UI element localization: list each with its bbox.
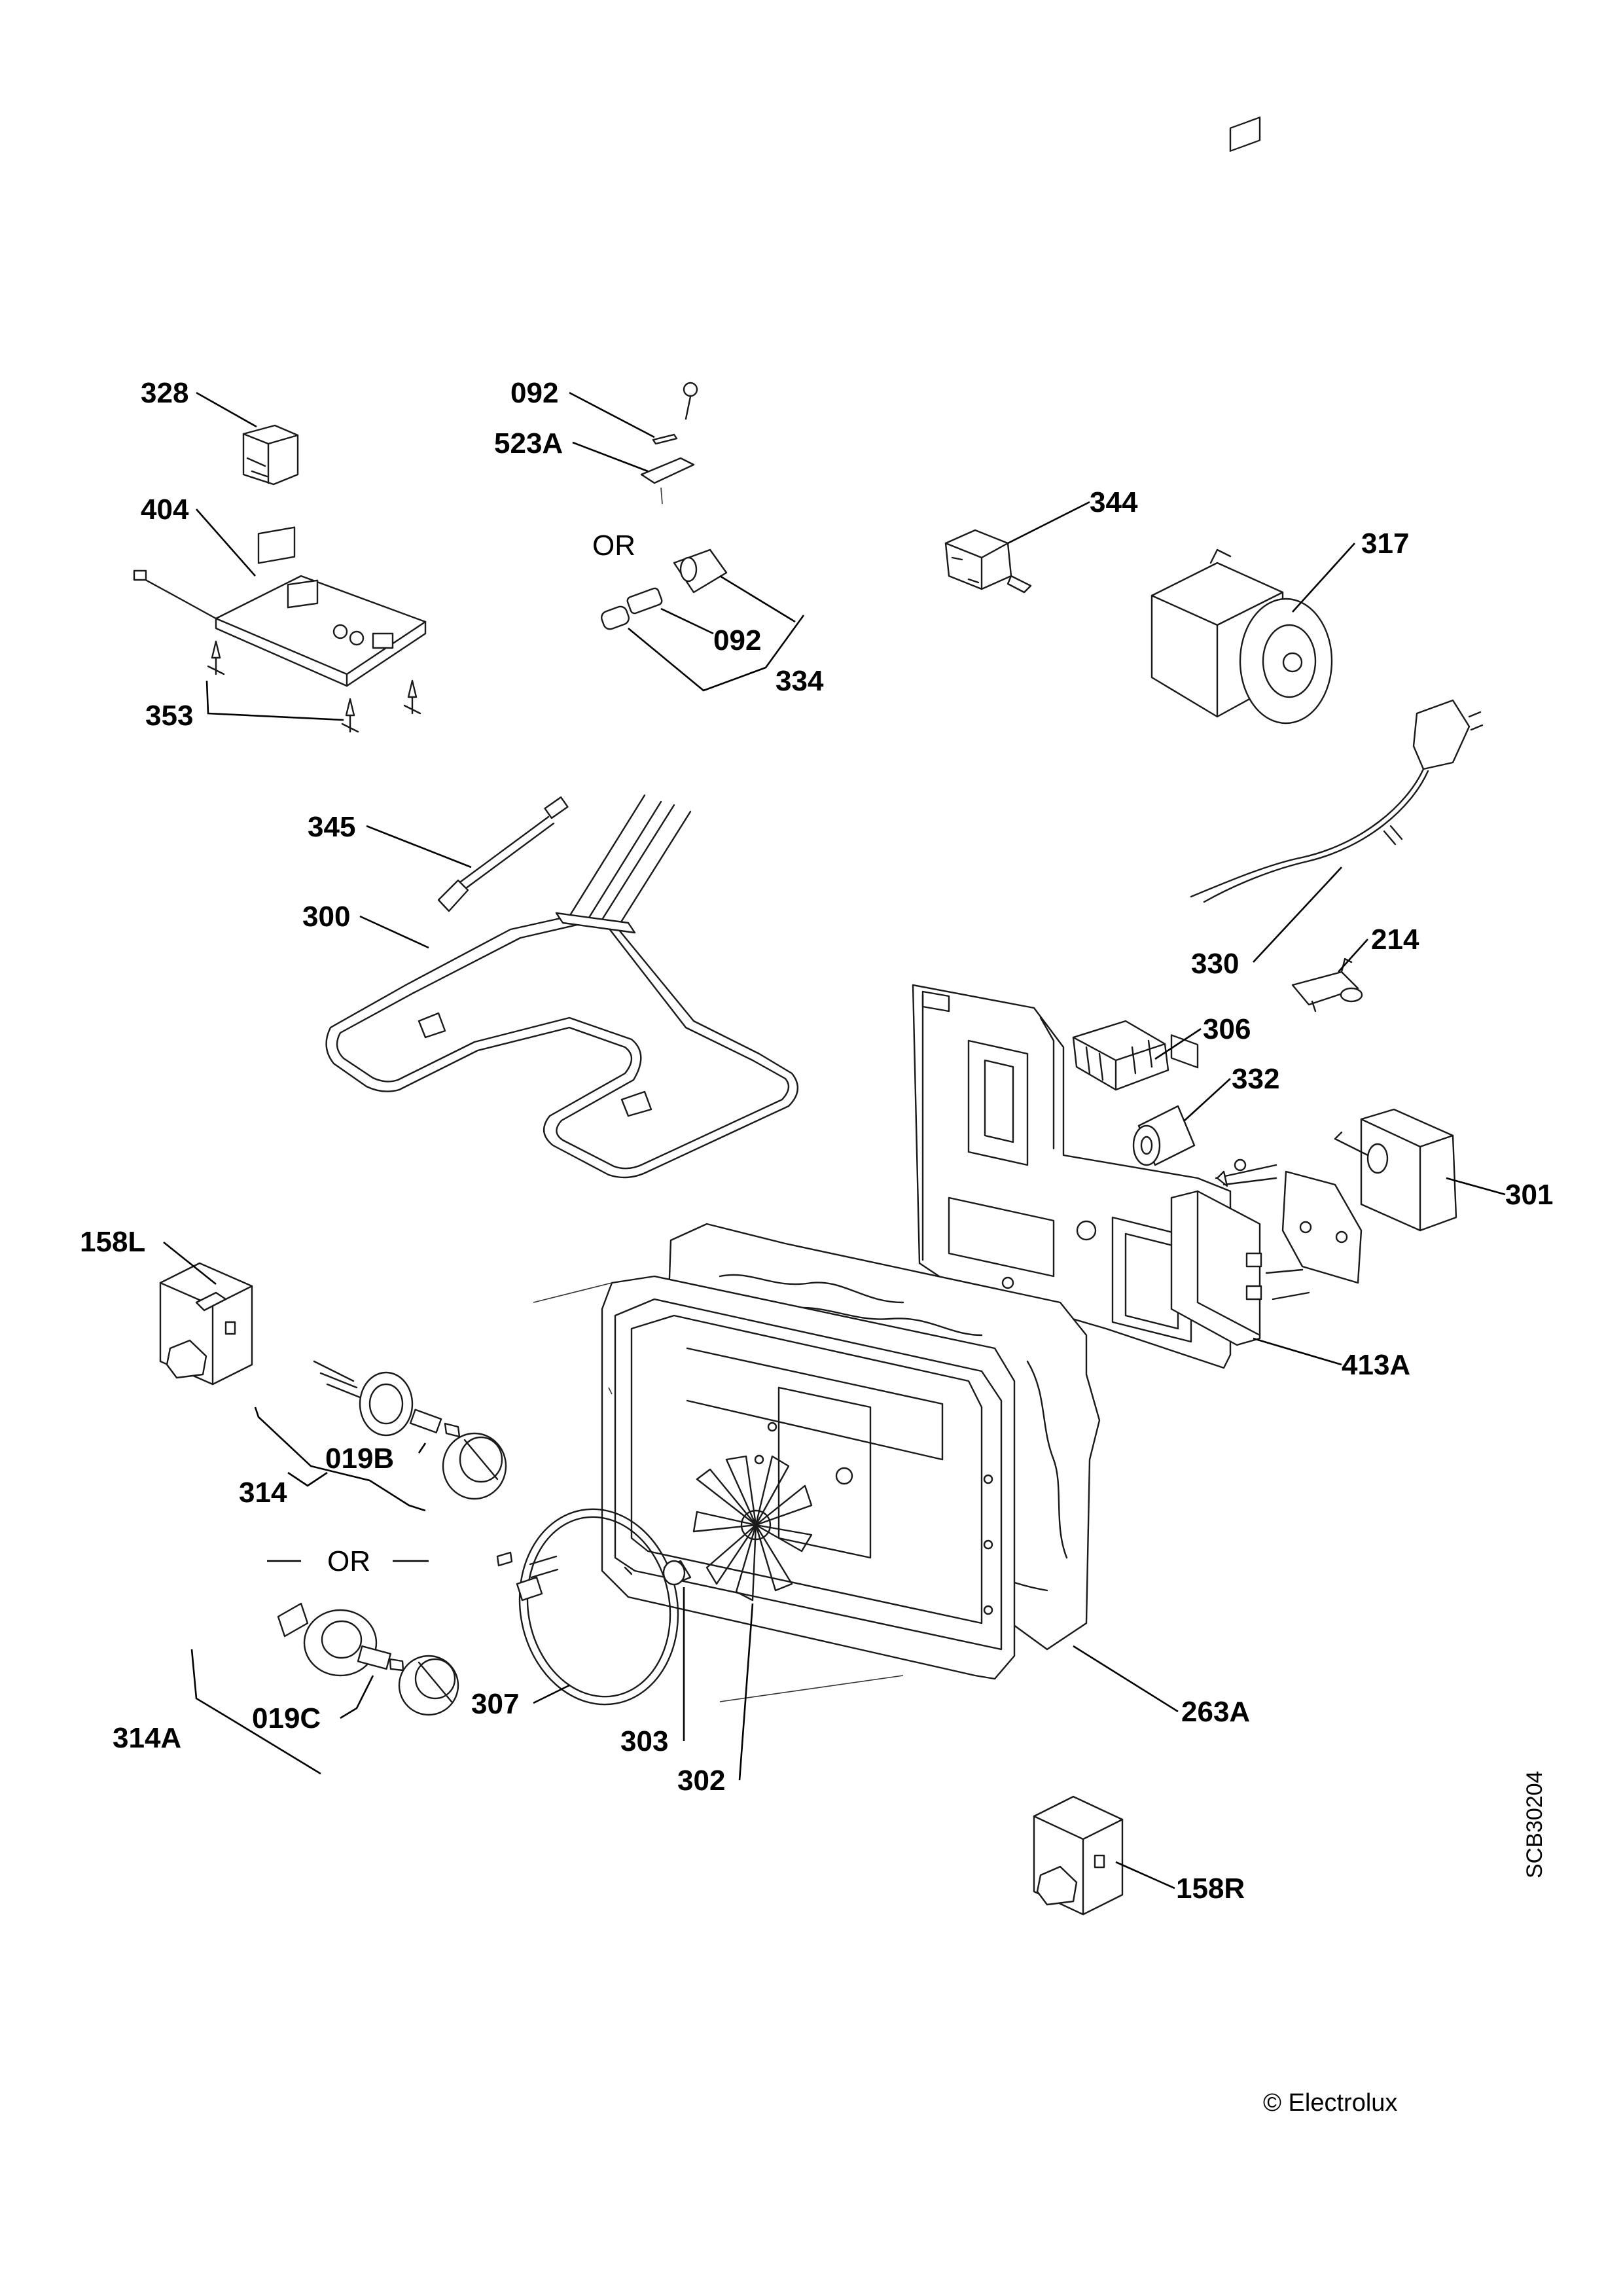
- leader-404: [196, 509, 256, 577]
- label-328: 328: [141, 377, 188, 409]
- leader-158r: [1115, 1861, 1175, 1890]
- leader-158l: [163, 1241, 217, 1285]
- document-code: SCB30204: [1517, 1771, 1569, 1882]
- document-code-text: SCB30204: [1522, 1770, 1547, 1878]
- label-019b: 019B: [325, 1443, 394, 1475]
- part-523a-fuse-holder: [640, 382, 698, 505]
- part-019c-knob: [398, 1655, 459, 1716]
- part-back-panel: [912, 984, 1232, 1369]
- label-334: 334: [776, 665, 824, 697]
- part-301-fan-motor: [1215, 1108, 1457, 1300]
- part-019b-knob: [442, 1432, 507, 1500]
- leader-306: [1154, 1028, 1202, 1060]
- part-158r-hinge: [1033, 1795, 1124, 1916]
- label-158r: 158R: [1176, 1873, 1245, 1905]
- label-300: 300: [302, 901, 350, 933]
- leader-300: [359, 915, 429, 949]
- label-092-lower: 092: [713, 624, 761, 656]
- leader-301: [1446, 1177, 1506, 1196]
- part-330-power-cord: [1190, 699, 1484, 903]
- label-019c: 019C: [252, 1702, 321, 1734]
- part-328-relay: [242, 424, 299, 486]
- leader-019c: [340, 1675, 374, 1719]
- leader-334: [628, 615, 805, 692]
- label-301: 301: [1505, 1179, 1553, 1211]
- part-307-circular-element: [496, 1508, 679, 1706]
- leader-317: [1292, 543, 1355, 613]
- part-019b-thermostat: [313, 1360, 461, 1438]
- label-332: 332: [1232, 1063, 1279, 1095]
- part-214-clip: [1291, 958, 1363, 1013]
- label-158l: 158L: [80, 1226, 145, 1258]
- part-302-fan-blade: [692, 1455, 813, 1602]
- leader-263a: [1073, 1645, 1179, 1713]
- part-158l-hinge: [159, 1262, 253, 1386]
- leader-344: [1007, 501, 1090, 545]
- part-300-grill-element: [325, 794, 798, 1179]
- part-344-bracket: [944, 529, 1032, 594]
- label-404: 404: [141, 493, 189, 526]
- part-019c-thermostat: [277, 1602, 404, 1677]
- part-303-nut: [662, 1560, 692, 1586]
- label-214: 214: [1371, 924, 1419, 956]
- label-345: 345: [308, 811, 355, 843]
- leader-314-brace: [287, 1471, 328, 1487]
- leader-314a: [190, 1649, 321, 1775]
- or-label-bottom: OR: [327, 1545, 370, 1577]
- label-307: 307: [471, 1688, 519, 1720]
- label-344: 344: [1090, 486, 1138, 518]
- label-263a: 263A: [1181, 1696, 1250, 1728]
- leader-302: [738, 1603, 754, 1781]
- leader-334-b: [719, 575, 796, 623]
- part-332-capacitor: [1132, 1105, 1196, 1166]
- part-345-probe: [437, 796, 569, 912]
- label-317: 317: [1361, 528, 1409, 560]
- label-092-top: 092: [510, 377, 558, 409]
- part-334-fuse-assembly: [601, 548, 728, 630]
- copyright-notice: © Electrolux: [1263, 2089, 1398, 2117]
- leader-345: [366, 825, 472, 869]
- leader-092-top: [569, 391, 655, 439]
- label-523a: 523A: [494, 427, 563, 459]
- label-302: 302: [677, 1765, 725, 1797]
- leader-332: [1184, 1078, 1231, 1121]
- part-306-terminal-block: [1072, 1020, 1169, 1091]
- leader-523a: [572, 441, 649, 473]
- leader-330: [1253, 867, 1342, 963]
- label-314: 314: [239, 1477, 287, 1509]
- label-303: 303: [620, 1725, 668, 1757]
- leader-307: [533, 1684, 570, 1704]
- leader-413a: [1253, 1337, 1342, 1366]
- label-353: 353: [145, 700, 193, 732]
- leader-328: [196, 391, 257, 428]
- leader-353: [205, 680, 344, 721]
- leader-314: [254, 1407, 426, 1512]
- leader-214: [1338, 939, 1368, 973]
- label-330: 330: [1191, 948, 1239, 980]
- part-oven-liner: [533, 1275, 1016, 1702]
- label-306: 306: [1203, 1013, 1251, 1045]
- part-317-motor: [1150, 117, 1333, 1069]
- or-label-top: OR: [592, 529, 635, 562]
- part-413a-bracket: [1170, 1190, 1262, 1346]
- leader-019b: [418, 1443, 427, 1454]
- part-404-control-board: [133, 526, 427, 687]
- leader-092-lower: [660, 607, 714, 635]
- label-314a: 314A: [113, 1722, 181, 1754]
- part-353-standoffs: [207, 640, 421, 733]
- label-413a: 413A: [1342, 1349, 1410, 1381]
